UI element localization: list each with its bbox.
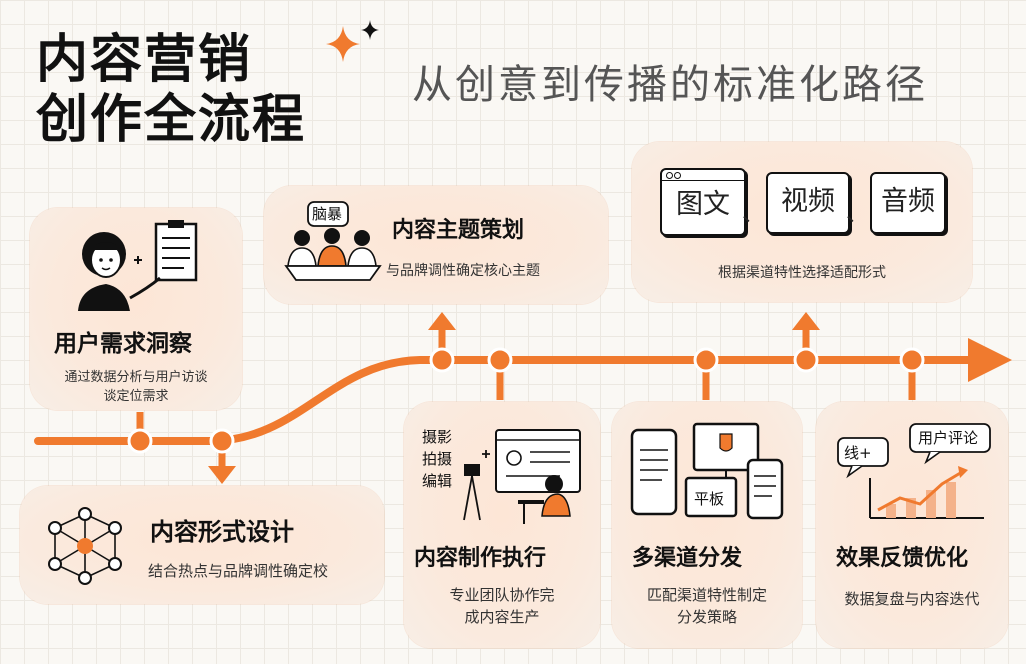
format-audio-label: 音频 (881, 186, 935, 217)
step-form-desc: 结合热点与品牌调性确定校 (148, 562, 329, 580)
step-insight-card (30, 208, 242, 410)
step-topic-desc: 与品牌调性确定核心主题 (386, 263, 540, 279)
format-sep-1: 、 (742, 202, 765, 227)
step-distribution-title: 多渠道分发 (632, 546, 743, 571)
sparkle-icon (326, 20, 379, 62)
bubble-left: 线+ (844, 444, 872, 462)
network-icon (48, 507, 122, 585)
step-distribution-desc: 匹配渠道特性制定 分发策略 (646, 586, 767, 626)
step-form-title: 内容形式设计 (150, 518, 294, 546)
page-title: 内容营销 创作全流程 (36, 30, 306, 150)
user-with-clipboard-icon (78, 220, 198, 311)
step-feedback-desc: 数据复盘与内容迭代 (844, 590, 980, 608)
format-sep-2: 、 (846, 202, 869, 227)
page-subtitle: 从创意到传播的标准化路径 (412, 62, 928, 108)
step-format-desc: 根据渠道特性选择适配形式 (718, 265, 886, 281)
step-feedback-title: 效果反馈优化 (836, 546, 969, 571)
devices-icon: 平板 (630, 422, 784, 520)
format-graphic-label: 图文 (676, 189, 730, 220)
step-topic-title: 内容主题策划 (392, 218, 525, 243)
format-video-box: 视频 (766, 172, 850, 234)
format-video-label: 视频 (781, 186, 835, 217)
growth-chart-icon: 线+ 用户评论 (837, 423, 991, 519)
step-insight-title: 用户需求洞察 (54, 331, 192, 357)
timeline-arrowhead (968, 338, 1012, 382)
step-production-desc: 专业团队协作完 成内容生产 (449, 586, 555, 626)
step-production-title: 内容制作执行 (414, 546, 547, 571)
step-insight-desc: 通过数据分析与用户访谈 谈定位需求 (64, 370, 208, 404)
tag-photo: 摄影 (422, 428, 452, 446)
tag-edit: 编辑 (422, 472, 452, 490)
format-graphic-box: 图文 (660, 168, 746, 236)
brainstorm-team-icon: 脑暴 (284, 201, 382, 281)
bubble-comment: 用户评论 (918, 429, 978, 447)
device-label: 平板 (694, 490, 724, 508)
format-audio-box: 音频 (870, 172, 946, 234)
production-scene-icon: 摄影 拍摄 编辑 (422, 428, 581, 524)
bubble-brainstorm: 脑暴 (312, 205, 342, 223)
title-line-1: 内容营销 (36, 30, 253, 90)
title-line-2: 创作全流程 (36, 90, 307, 150)
tag-shoot: 拍摄 (422, 450, 452, 468)
